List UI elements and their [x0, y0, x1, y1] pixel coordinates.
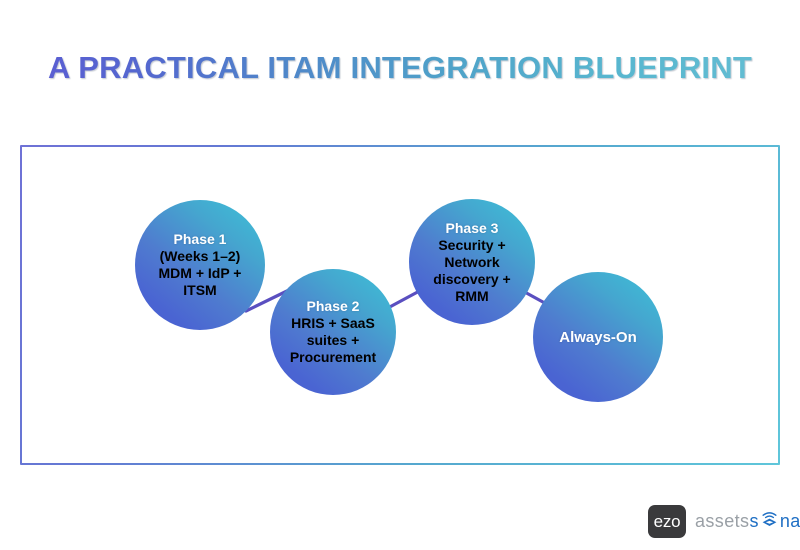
assetsonar-wordmark: assets s nar — [695, 511, 800, 531]
node-heading-phase-3: Phase 3 — [445, 219, 499, 236]
node-heading-phase-2: Phase 2 — [306, 298, 360, 314]
node-body-phase-2: HRIS + SaaS suites + Procurement — [289, 315, 377, 365]
logo-word-nar: nar — [779, 511, 800, 531]
diagram-node-phase-1[interactable]: Phase 1 (Weeks 1–2) MDM + IdP + ITSM — [135, 200, 265, 330]
page-title: A PRACTICAL ITAM INTEGRATION BLUEPRINT — [48, 50, 752, 85]
ezo-logo-mark: ezo — [648, 504, 686, 538]
ezo-logo-text: ezo — [653, 511, 681, 531]
diagram-node-phase-2[interactable]: Phase 2 HRIS + SaaS suites + Procurement — [270, 269, 396, 395]
logo-word-assets: assets — [695, 511, 750, 531]
node-body-phase-1: (Weeks 1–2) MDM + IdP + ITSM — [158, 248, 242, 298]
diagram-node-phase-3[interactable]: Phase 3 Security + Network discovery + R… — [409, 199, 535, 325]
sonar-diamond-icon — [760, 510, 779, 530]
node-body-phase-3: Security + Network discovery + RMM — [433, 236, 511, 304]
node-heading-always-on: Always-On — [559, 328, 637, 346]
logo-word-s: s — [749, 511, 759, 531]
assetsonar-logo: ezo assets s nar — [648, 503, 800, 539]
page-title-container: A PRACTICAL ITAM INTEGRATION BLUEPRINT — [0, 50, 800, 86]
node-heading-phase-1: Phase 1 — [173, 231, 227, 247]
diagram-node-always-on[interactable]: Always-On — [533, 272, 663, 402]
